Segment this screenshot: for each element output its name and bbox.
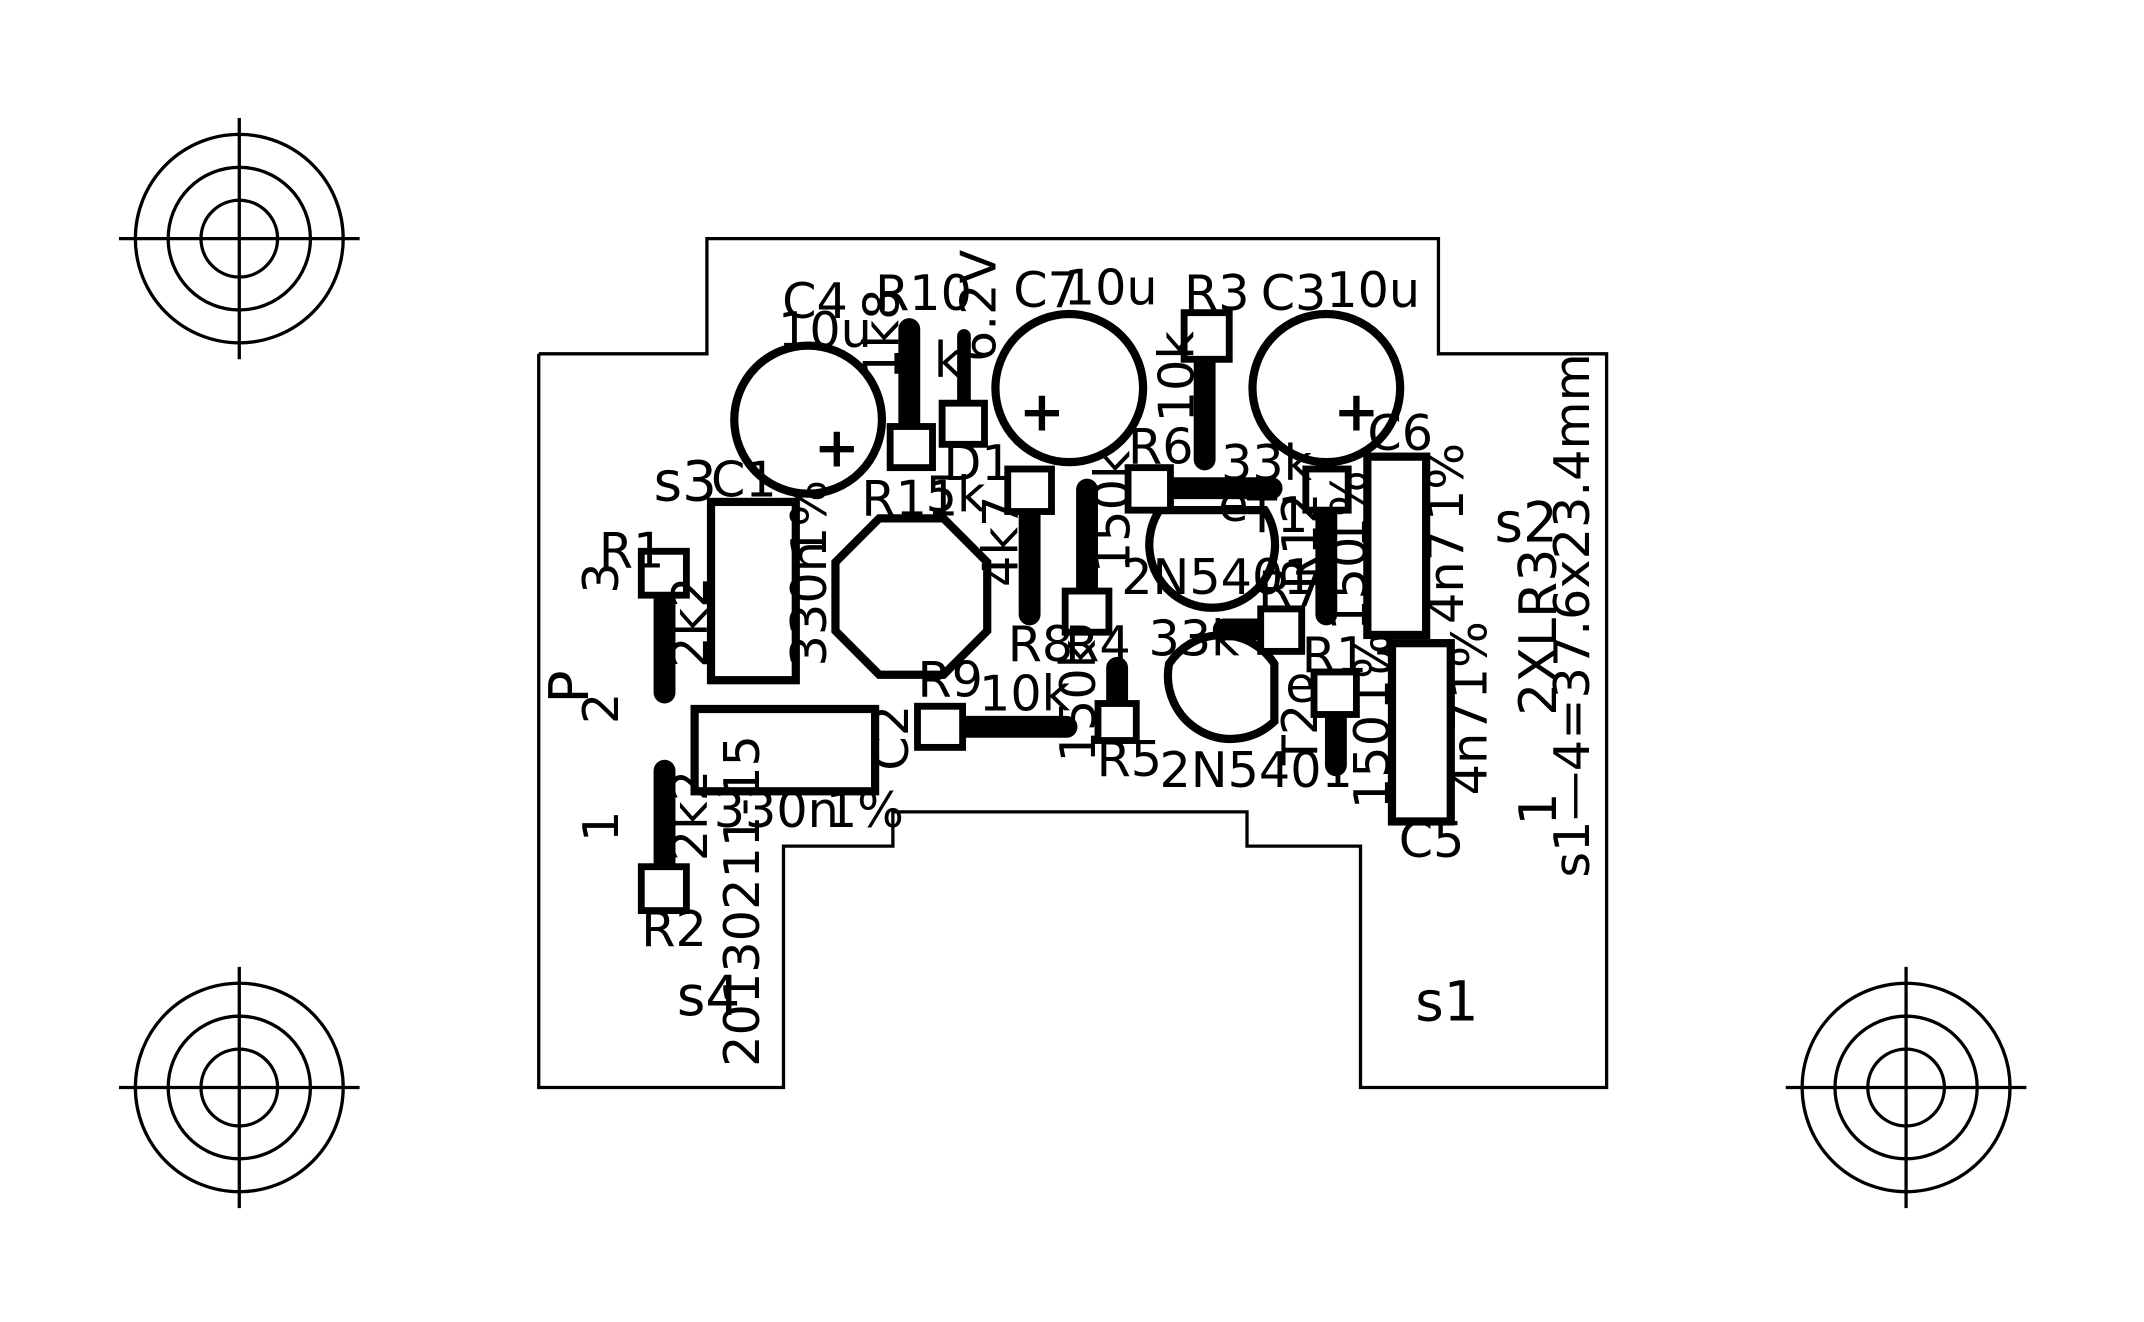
label-r8-ref: R8 [1008,615,1074,673]
label-c4-value: 10u [778,301,872,359]
label-pin-1: 1 [572,811,630,842]
label-r12-tol: 1% [1320,470,1378,548]
label-r1-value: 2k2 [661,576,719,667]
label-s3: s3 [654,449,717,513]
label-t2-ref: T2 [1271,704,1329,767]
label-r13-tol: 1% [1343,632,1401,710]
label-c7-value: 10u [1064,258,1158,316]
label-d1-value: 6.2V [949,250,1007,363]
label-pin-2: 2 [572,693,630,724]
label-r6-ref: R6 [1128,417,1194,475]
label-r13-value: 150 [1343,715,1401,809]
transistor-t2-body [1163,631,1279,743]
capacitor-c4-body [730,341,887,498]
label-r7-value: 33k [1149,609,1241,667]
label-r10-ref: R10 [875,264,972,322]
label-d1-ref: D1 [943,434,1012,492]
label-t1-emitter: e [1218,475,1248,533]
c4-polarity-mark: + [814,415,860,479]
label-c6-value: 4n7 [1417,530,1475,624]
label-dimension-note: s1—4=37.6x23.4mm [1543,353,1601,877]
c7-polarity-mark: + [1019,380,1065,444]
label-r12-value: 150 [1320,537,1378,631]
label-c1-value: 330n [780,541,838,666]
label-r4-ref: R4 [1065,615,1131,673]
label-c4-ref: C4 [782,272,848,330]
label-r8-value: 4k7 [971,496,1029,587]
label-connector: 2XLR3 [1509,549,1569,716]
label-c7-ref: C7 [1013,261,1079,319]
capacitor-c2-body [690,704,880,796]
label-r7-ref: R7 [1258,560,1324,618]
label-c6-ref: C6 [1367,404,1433,462]
label-pin-p: P [537,670,601,703]
label-connector-pin-1: 1 [1509,792,1569,825]
label-t2-part: 2N5401 [1160,741,1353,799]
label-c5-tol: 1% [1440,621,1498,699]
label-date-code: 20130211-15 [713,735,771,1067]
transistor-t1-body [1145,506,1280,612]
fiducial-top-left [118,117,360,360]
label-r13-ref: R13 [1302,626,1399,684]
label-s2: s2 [1495,491,1558,555]
board-outline [537,236,1609,1090]
label-r5-ref: R5 [1097,730,1163,788]
label-r2-ref: R2 [641,900,707,958]
label-t1-part: 2N5401 [1121,548,1314,606]
label-r2-value: 2k2 [661,770,719,861]
label-c2-ref: C2 [862,705,920,771]
label-r10-value: 1k8 [852,288,910,379]
component-pads [637,309,1360,915]
label-r6-value: 33k [1221,434,1313,492]
label-r9-value: 10k [979,664,1071,722]
label-t1-ref: T1 [1246,486,1308,544]
capacitor-c3-body [1248,309,1405,467]
label-c1-ref: C1 [711,450,777,508]
label-c3-ref: C3 [1261,264,1327,322]
label-r5-value: 150k [1049,639,1107,762]
label-r11-ref: R11 [861,470,958,528]
fiducial-bottom-right [1785,966,2027,1209]
label-r12-ref: R12 [1271,493,1329,590]
label-r3-ref: R3 [1184,264,1250,322]
capacitor-c5-body [1387,639,1455,826]
label-t2-emitter: e [1285,656,1315,714]
label-r1-ref: R1 [599,522,665,580]
label-s1: s1 [1415,969,1478,1033]
label-c5-ref: C5 [1399,811,1465,869]
label-c1-tol: 1% [780,480,838,558]
label-c2-tol: 1% [826,781,904,839]
label-c2-value: 330n [714,781,839,839]
fiducial-bottom-left [118,966,360,1209]
label-r9-ref: R9 [917,651,983,709]
label-c6-tol: 1% [1417,443,1475,521]
label-r4-value: 150k [1083,450,1141,573]
label-pin-3: 3 [572,562,630,593]
capacitor-c7-body [991,309,1148,467]
label-c5-value: 4n7 [1440,701,1498,795]
label-r3-value: 10k [1148,331,1206,423]
trimmer-r11-body [831,514,992,679]
label-d1-cathode: k [934,331,963,389]
capacitor-c1-body [706,497,800,685]
label-r11-value: 5k [926,465,986,523]
label-s4: s4 [677,964,740,1028]
capacitor-c6-body [1363,452,1431,640]
c3-polarity-mark: + [1333,380,1379,444]
label-c3-value: 10u [1326,261,1420,319]
